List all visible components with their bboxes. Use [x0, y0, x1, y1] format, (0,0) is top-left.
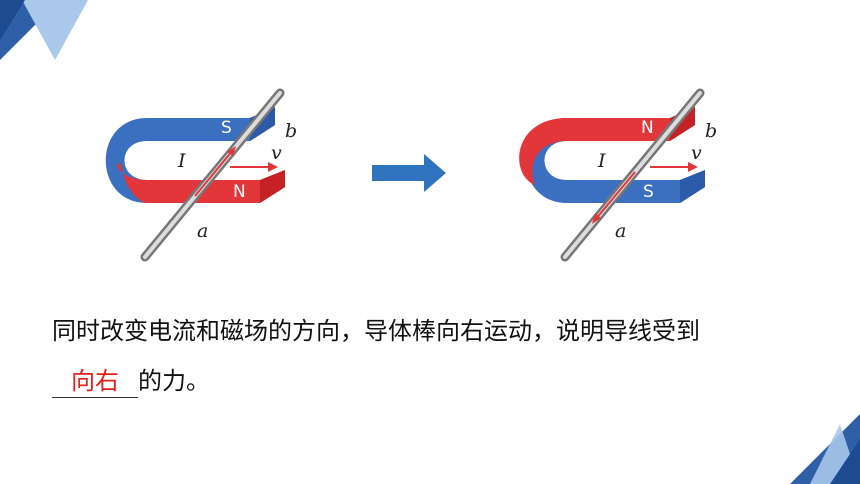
answer-text: 向右 — [71, 367, 119, 395]
label-i: I — [177, 150, 186, 172]
label-a: a — [615, 220, 626, 242]
right-arrow-icon — [372, 154, 446, 192]
answer-blank: 向右 — [52, 365, 138, 398]
top-pole-label: S — [221, 118, 232, 138]
bottom-pole-label: S — [643, 182, 654, 202]
label-i: I — [597, 150, 606, 172]
corner-decoration-bottom-right — [790, 414, 860, 484]
bottom-pole-label: N — [233, 182, 246, 202]
magnet-diagram-left: S N b v I a — [105, 88, 297, 262]
label-v: v — [271, 142, 282, 164]
sentence-line-1: 同时改变电流和磁场的方向，导体棒向右运动，说明导线受到 — [52, 317, 700, 345]
magnet-diagram-right: N S b v I a — [519, 88, 717, 262]
label-b: b — [285, 120, 297, 142]
label-v: v — [691, 142, 702, 164]
top-pole-label: N — [641, 118, 654, 138]
corner-decoration-top-left — [0, 0, 88, 60]
sentence-suffix: 的力。 — [138, 367, 210, 395]
label-a: a — [197, 220, 208, 242]
bottom-arm-left — [147, 170, 285, 203]
label-b: b — [705, 120, 717, 142]
bottom-arm-right — [567, 170, 705, 203]
question-text: 同时改变电流和磁场的方向，导体棒向右运动，说明导线受到向右的力。 — [52, 306, 852, 406]
